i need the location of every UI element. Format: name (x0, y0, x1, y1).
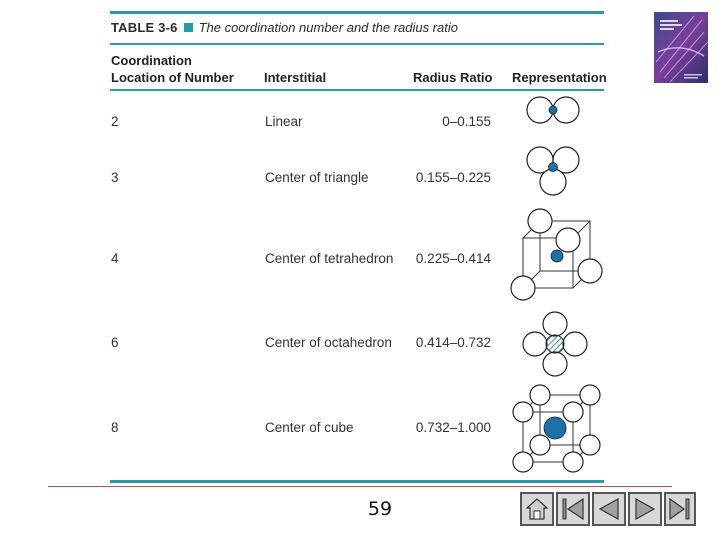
linear-coordination-diagram (526, 96, 580, 124)
tetrahedron-coordination-diagram (510, 208, 603, 301)
header-interstitial: Interstitial (264, 70, 327, 85)
row-ratio: 0.225–0.414 (415, 251, 491, 266)
table-title: The coordination number and the radius r… (198, 20, 459, 35)
header-representation: Representation (512, 70, 607, 85)
row-ratio: 0.155–0.225 (415, 170, 491, 185)
book-cover-thumbnail (654, 12, 708, 83)
row-number: 8 (111, 420, 119, 435)
row-site: Linear (265, 114, 303, 129)
row-ratio: 0.414–0.732 (415, 335, 491, 350)
home-button[interactable] (520, 492, 554, 526)
header-coordination-line2: Location of Number (111, 70, 234, 85)
cube-coordination-diagram (512, 384, 601, 473)
header-coordination-line1: Coordination (111, 53, 192, 68)
header-coordination: Coordination Location of Number (111, 52, 234, 86)
table-caption: TABLE 3-6 The coordination number and the… (111, 20, 458, 35)
last-slide-button[interactable] (664, 492, 696, 526)
previous-slide-button[interactable] (592, 492, 626, 526)
caption-rule (110, 43, 604, 45)
previous-icon (598, 497, 619, 521)
row-ratio: 0–0.155 (442, 114, 491, 129)
octahedron-coordination-diagram (522, 311, 588, 377)
row-site: Center of octahedron (265, 335, 392, 350)
row-number: 3 (111, 170, 119, 185)
last-icon (669, 497, 690, 521)
table-label: TABLE 3-6 (111, 20, 178, 35)
row-number: 2 (111, 114, 119, 129)
triangle-coordination-diagram (526, 146, 580, 196)
next-slide-button[interactable] (628, 492, 662, 526)
row-site: Center of triangle (265, 170, 369, 185)
header-rule (110, 89, 604, 91)
row-number: 6 (111, 335, 119, 350)
footer-rule (48, 486, 672, 487)
table-top-rule (110, 11, 604, 14)
page-number: 59 (367, 498, 393, 520)
first-icon (562, 497, 584, 521)
first-slide-button[interactable] (556, 492, 590, 526)
row-number: 4 (111, 251, 119, 266)
header-radius-ratio: Radius Ratio (413, 70, 493, 85)
table-bottom-rule (110, 480, 604, 483)
row-site: Center of cube (265, 420, 354, 435)
caption-marker-icon (183, 23, 193, 32)
row-site: Center of tetrahedron (265, 251, 394, 266)
home-icon (525, 498, 549, 520)
next-icon (635, 497, 656, 521)
row-ratio: 0.732–1.000 (415, 420, 491, 435)
